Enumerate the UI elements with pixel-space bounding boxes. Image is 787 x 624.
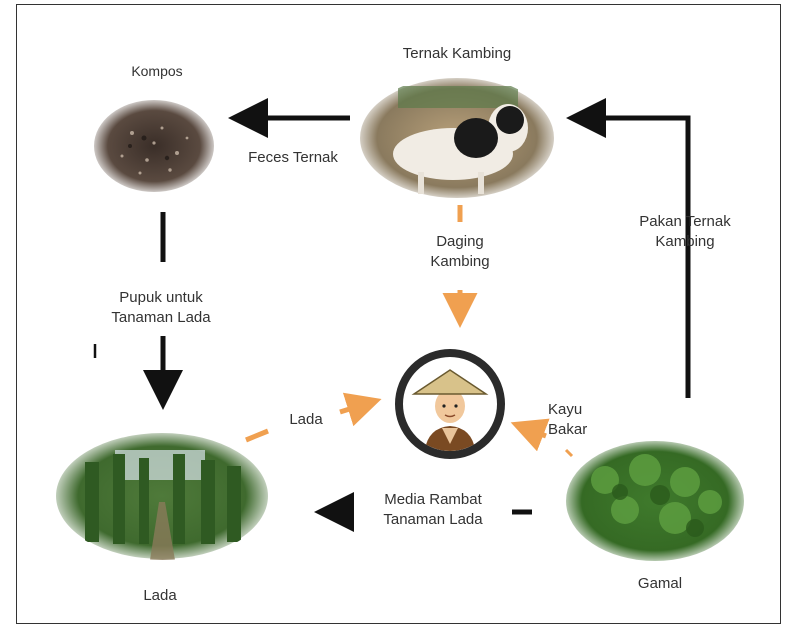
arrow-kayu-tail bbox=[564, 448, 574, 458]
gamal-image bbox=[565, 440, 745, 562]
label-daging-kambing: Daging Kambing bbox=[410, 232, 510, 273]
label-pupuk: Pupuk untuk Tanaman Lada bbox=[86, 288, 236, 329]
label-pakan: Pakan Ternak Kambing bbox=[605, 212, 765, 253]
label-pakan-line2: Kambing bbox=[655, 233, 715, 251]
label-pupuk-line2: Tanaman Lada bbox=[111, 309, 211, 327]
label-feces-ternak: Feces Ternak bbox=[248, 149, 338, 166]
label-kompos: Kompos bbox=[131, 63, 183, 79]
label-pakan-line1: Pakan Ternak bbox=[639, 213, 731, 230]
lada-image bbox=[55, 432, 270, 560]
label-kayu-bakar: Kayu Bakar bbox=[548, 400, 608, 441]
arrows-layer bbox=[93, 98, 691, 532]
label-kayu-line1: Kayu bbox=[548, 401, 583, 418]
kompos-image bbox=[92, 98, 216, 194]
label-gamal: Gamal bbox=[637, 575, 683, 592]
label-lada-node: Lada bbox=[143, 587, 177, 604]
label-media-rambat: Media Rambat Tanaman Lada bbox=[358, 490, 508, 531]
label-ternak-kambing: Ternak Kambing bbox=[402, 45, 512, 62]
label-media-line2: Tanaman Lada bbox=[383, 511, 483, 529]
farmer-icon bbox=[394, 348, 506, 460]
arrow-pakan bbox=[566, 98, 691, 398]
label-media-line1: Media Rambat bbox=[384, 491, 482, 508]
label-kayu-line2: Bakar bbox=[548, 421, 588, 439]
arrow-lada-right bbox=[339, 392, 382, 427]
label-lada-edge: Lada bbox=[289, 411, 323, 428]
label-daging-line2: Kambing bbox=[430, 253, 490, 271]
label-daging-line1: Daging bbox=[436, 233, 484, 250]
ternak-kambing-image bbox=[358, 76, 556, 200]
arrow-kayu bbox=[510, 418, 550, 452]
arrow-lada-left bbox=[245, 428, 269, 443]
label-pupuk-line1: Pupuk untuk bbox=[119, 289, 203, 306]
